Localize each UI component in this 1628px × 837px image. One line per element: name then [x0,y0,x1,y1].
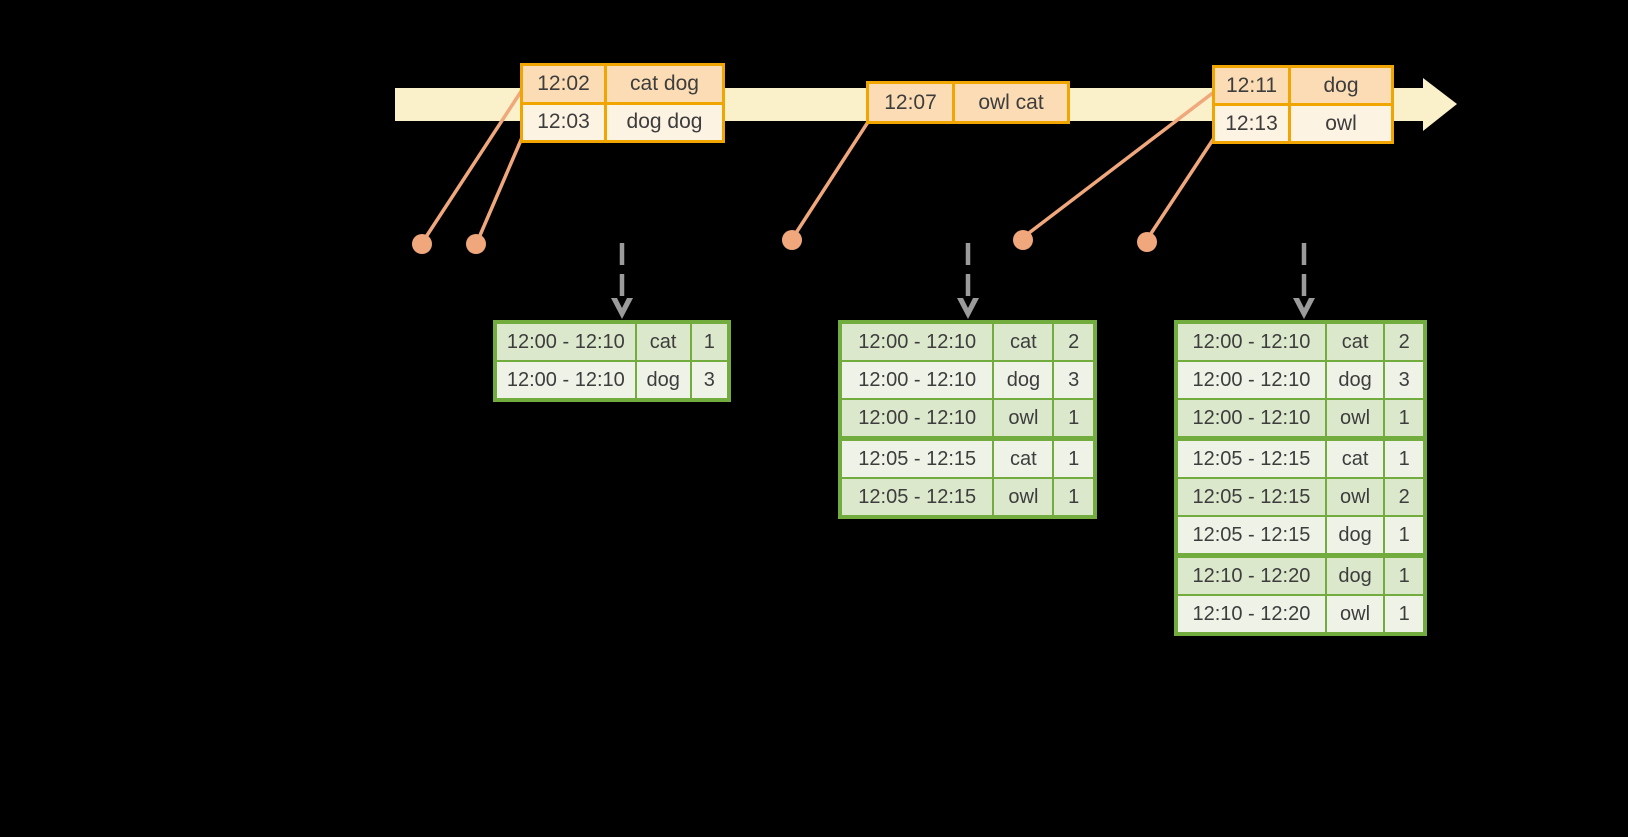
word-cell: cat [1326,324,1384,360]
trigger-arrows [611,243,1315,319]
event-dot [412,234,432,254]
window-cell: 12:05 - 12:15 [842,441,993,477]
window-cell: 12:00 - 12:10 [842,362,993,398]
count-cell: 3 [1054,362,1093,398]
count-cell: 3 [1385,362,1423,398]
window-cell: 12:00 - 12:10 [1178,400,1325,436]
table-row: 12:05 - 12:15 cat 1 [1178,441,1423,477]
count-cell: 2 [1385,324,1423,360]
word-cell: owl [1326,400,1384,436]
table-row: 12:05 - 12:15 dog 1 [1178,517,1423,553]
window-cell: 12:10 - 12:20 [1178,596,1325,632]
table-row: 12:00 - 12:10 dog 3 [497,362,727,398]
connector-line [422,89,524,241]
window-cell: 12:00 - 12:10 [497,324,635,360]
count-cell: 1 [1385,400,1423,436]
event-time: 12:03 [523,104,604,140]
result-table-1: 12:00 - 12:10 cat 1 12:00 - 12:10 dog 3 [493,320,731,402]
count-cell: 1 [1385,517,1423,553]
event-words: dog [1291,68,1391,103]
window-cell: 12:00 - 12:10 [1178,362,1325,398]
word-cell: owl [1326,596,1384,632]
event-dot [1013,230,1033,250]
word-cell: dog [994,362,1053,398]
event-dot [1137,232,1157,252]
table-row: 12:00 - 12:10 cat 2 [842,324,1093,360]
count-cell: 1 [1054,400,1093,436]
event-time: 12:11 [1215,68,1288,103]
arrow-down-icon [611,298,633,319]
table-row: 12:00 - 12:10 cat 1 [497,324,727,360]
window-cell: 12:05 - 12:15 [1178,441,1325,477]
result-table-2: 12:00 - 12:10 cat 2 12:00 - 12:10 dog 3 … [838,320,1097,519]
event-table-1: 12:02 cat dog 12:03 dog dog [520,63,725,143]
table-row: 12:00 - 12:10 dog 3 [842,362,1093,398]
table-row: 12:05 - 12:15 owl 2 [1178,479,1423,515]
window-cell: 12:00 - 12:10 [497,362,635,398]
connector-line [476,132,526,241]
arrow-down-icon [1293,298,1315,319]
window-cell: 12:05 - 12:15 [1178,517,1325,553]
word-cell: dog [636,362,690,398]
count-cell: 1 [691,324,727,360]
count-cell: 2 [1054,324,1093,360]
connector-line [1023,90,1216,238]
word-cell: dog [1326,517,1384,553]
event-time: 12:02 [523,66,604,102]
event-dots [412,230,1157,254]
table-row: 12:10 - 12:20 owl 1 [1178,596,1423,632]
event-time: 12:13 [1215,106,1288,141]
word-cell: dog [1326,362,1384,398]
count-cell: 1 [1054,479,1093,515]
word-cell: dog [1326,558,1384,594]
word-cell: owl [994,479,1053,515]
event-time: 12:07 [869,84,952,121]
event-dot [782,230,802,250]
table-row: 12:05 - 12:15 cat 1 [842,441,1093,477]
word-cell: cat [1326,441,1384,477]
word-cell: owl [994,400,1053,436]
event-table-2: 12:07 owl cat [866,81,1070,124]
table-row: 12:00 - 12:10 cat 2 [1178,324,1423,360]
window-cell: 12:10 - 12:20 [1178,558,1325,594]
arrow-down-icon [957,298,979,319]
table-row: 12:05 - 12:15 owl 1 [842,479,1093,515]
event-connector-lines [422,89,1216,241]
table-row: 12:00 - 12:10 owl 1 [842,400,1093,436]
table-row: 12:10 - 12:20 dog 1 [1178,558,1423,594]
count-cell: 2 [1385,479,1423,515]
window-cell: 12:05 - 12:15 [842,479,993,515]
count-cell: 1 [1385,558,1423,594]
count-cell: 3 [691,362,727,398]
word-cell: cat [636,324,690,360]
window-cell: 12:00 - 12:10 [842,400,993,436]
table-row: 12:00 - 12:10 dog 3 [1178,362,1423,398]
event-words: dog dog [607,104,722,140]
count-cell: 1 [1385,596,1423,632]
word-cell: owl [1326,479,1384,515]
word-cell: cat [994,324,1053,360]
connector-line [1146,137,1216,239]
connector-line [792,121,870,237]
window-cell: 12:05 - 12:15 [1178,479,1325,515]
event-dot [466,234,486,254]
result-table-3: 12:00 - 12:10 cat 2 12:00 - 12:10 dog 3 … [1174,320,1427,636]
event-words: owl cat [955,84,1067,121]
window-cell: 12:00 - 12:10 [842,324,993,360]
count-cell: 1 [1385,441,1423,477]
word-cell: cat [994,441,1053,477]
count-cell: 1 [1054,441,1093,477]
event-words: cat dog [607,66,722,102]
table-row: 12:00 - 12:10 owl 1 [1178,400,1423,436]
timeline-arrowhead-icon [1423,78,1457,131]
window-cell: 12:00 - 12:10 [1178,324,1325,360]
event-table-3: 12:11 dog 12:13 owl [1212,65,1394,144]
event-words: owl [1291,106,1391,141]
